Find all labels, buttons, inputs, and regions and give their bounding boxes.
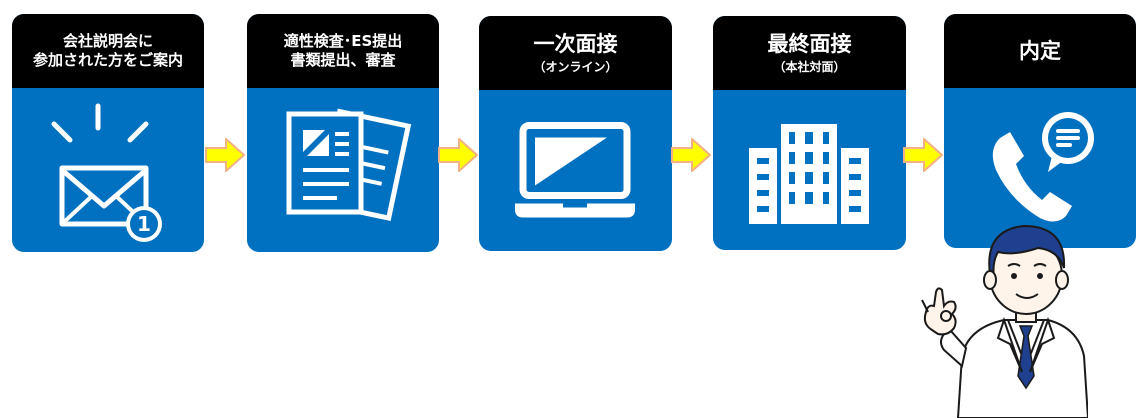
step-title: 最終面接: [767, 32, 852, 57]
step-subtitle: （オンライン）: [533, 59, 618, 74]
step-job-offer: 内定: [944, 14, 1136, 248]
step-subtitle: （本社対面）: [773, 59, 846, 74]
step-title-line2: 書類提出、審査: [290, 51, 396, 69]
step-header: 一次面接 （オンライン）: [479, 16, 672, 90]
right-arrow-icon: [205, 136, 246, 174]
step-title-line1: 会社説明会に: [62, 32, 153, 51]
phone-chat-icon: [992, 112, 1094, 222]
step-title: 内定: [1019, 38, 1061, 63]
step-aptitude-test: 適性検査･ES提出 書類提出、審査: [247, 14, 439, 252]
step-header: 会社説明会に 参加された方をご案内: [12, 14, 204, 88]
step-header: 内定: [944, 14, 1136, 88]
office-building-icon: [749, 124, 869, 224]
mail-notification-icon: 1: [51, 103, 162, 242]
step-title-line2: 参加された方をご案内: [32, 51, 183, 69]
right-arrow-icon: [438, 136, 479, 174]
step-title: 一次面接: [533, 32, 618, 57]
laptop-icon: [515, 122, 635, 218]
step-company-briefing: 会社説明会に 参加された方をご案内 1: [12, 14, 204, 252]
step-header: 適性検査･ES提出 書類提出、審査: [247, 14, 439, 88]
svg-text:1: 1: [137, 212, 151, 236]
step-title-line1: 適性検査･ES提出: [283, 32, 403, 51]
businessman-illustration: [921, 224, 1088, 418]
documents-icon: [286, 108, 412, 222]
step-header: 最終面接 （本社対面）: [713, 16, 906, 90]
step-final-interview: 最終面接 （本社対面）: [713, 16, 906, 250]
step-first-interview: 一次面接 （オンライン）: [479, 16, 672, 251]
right-arrow-icon: [903, 136, 944, 174]
right-arrow-icon: [671, 136, 712, 174]
